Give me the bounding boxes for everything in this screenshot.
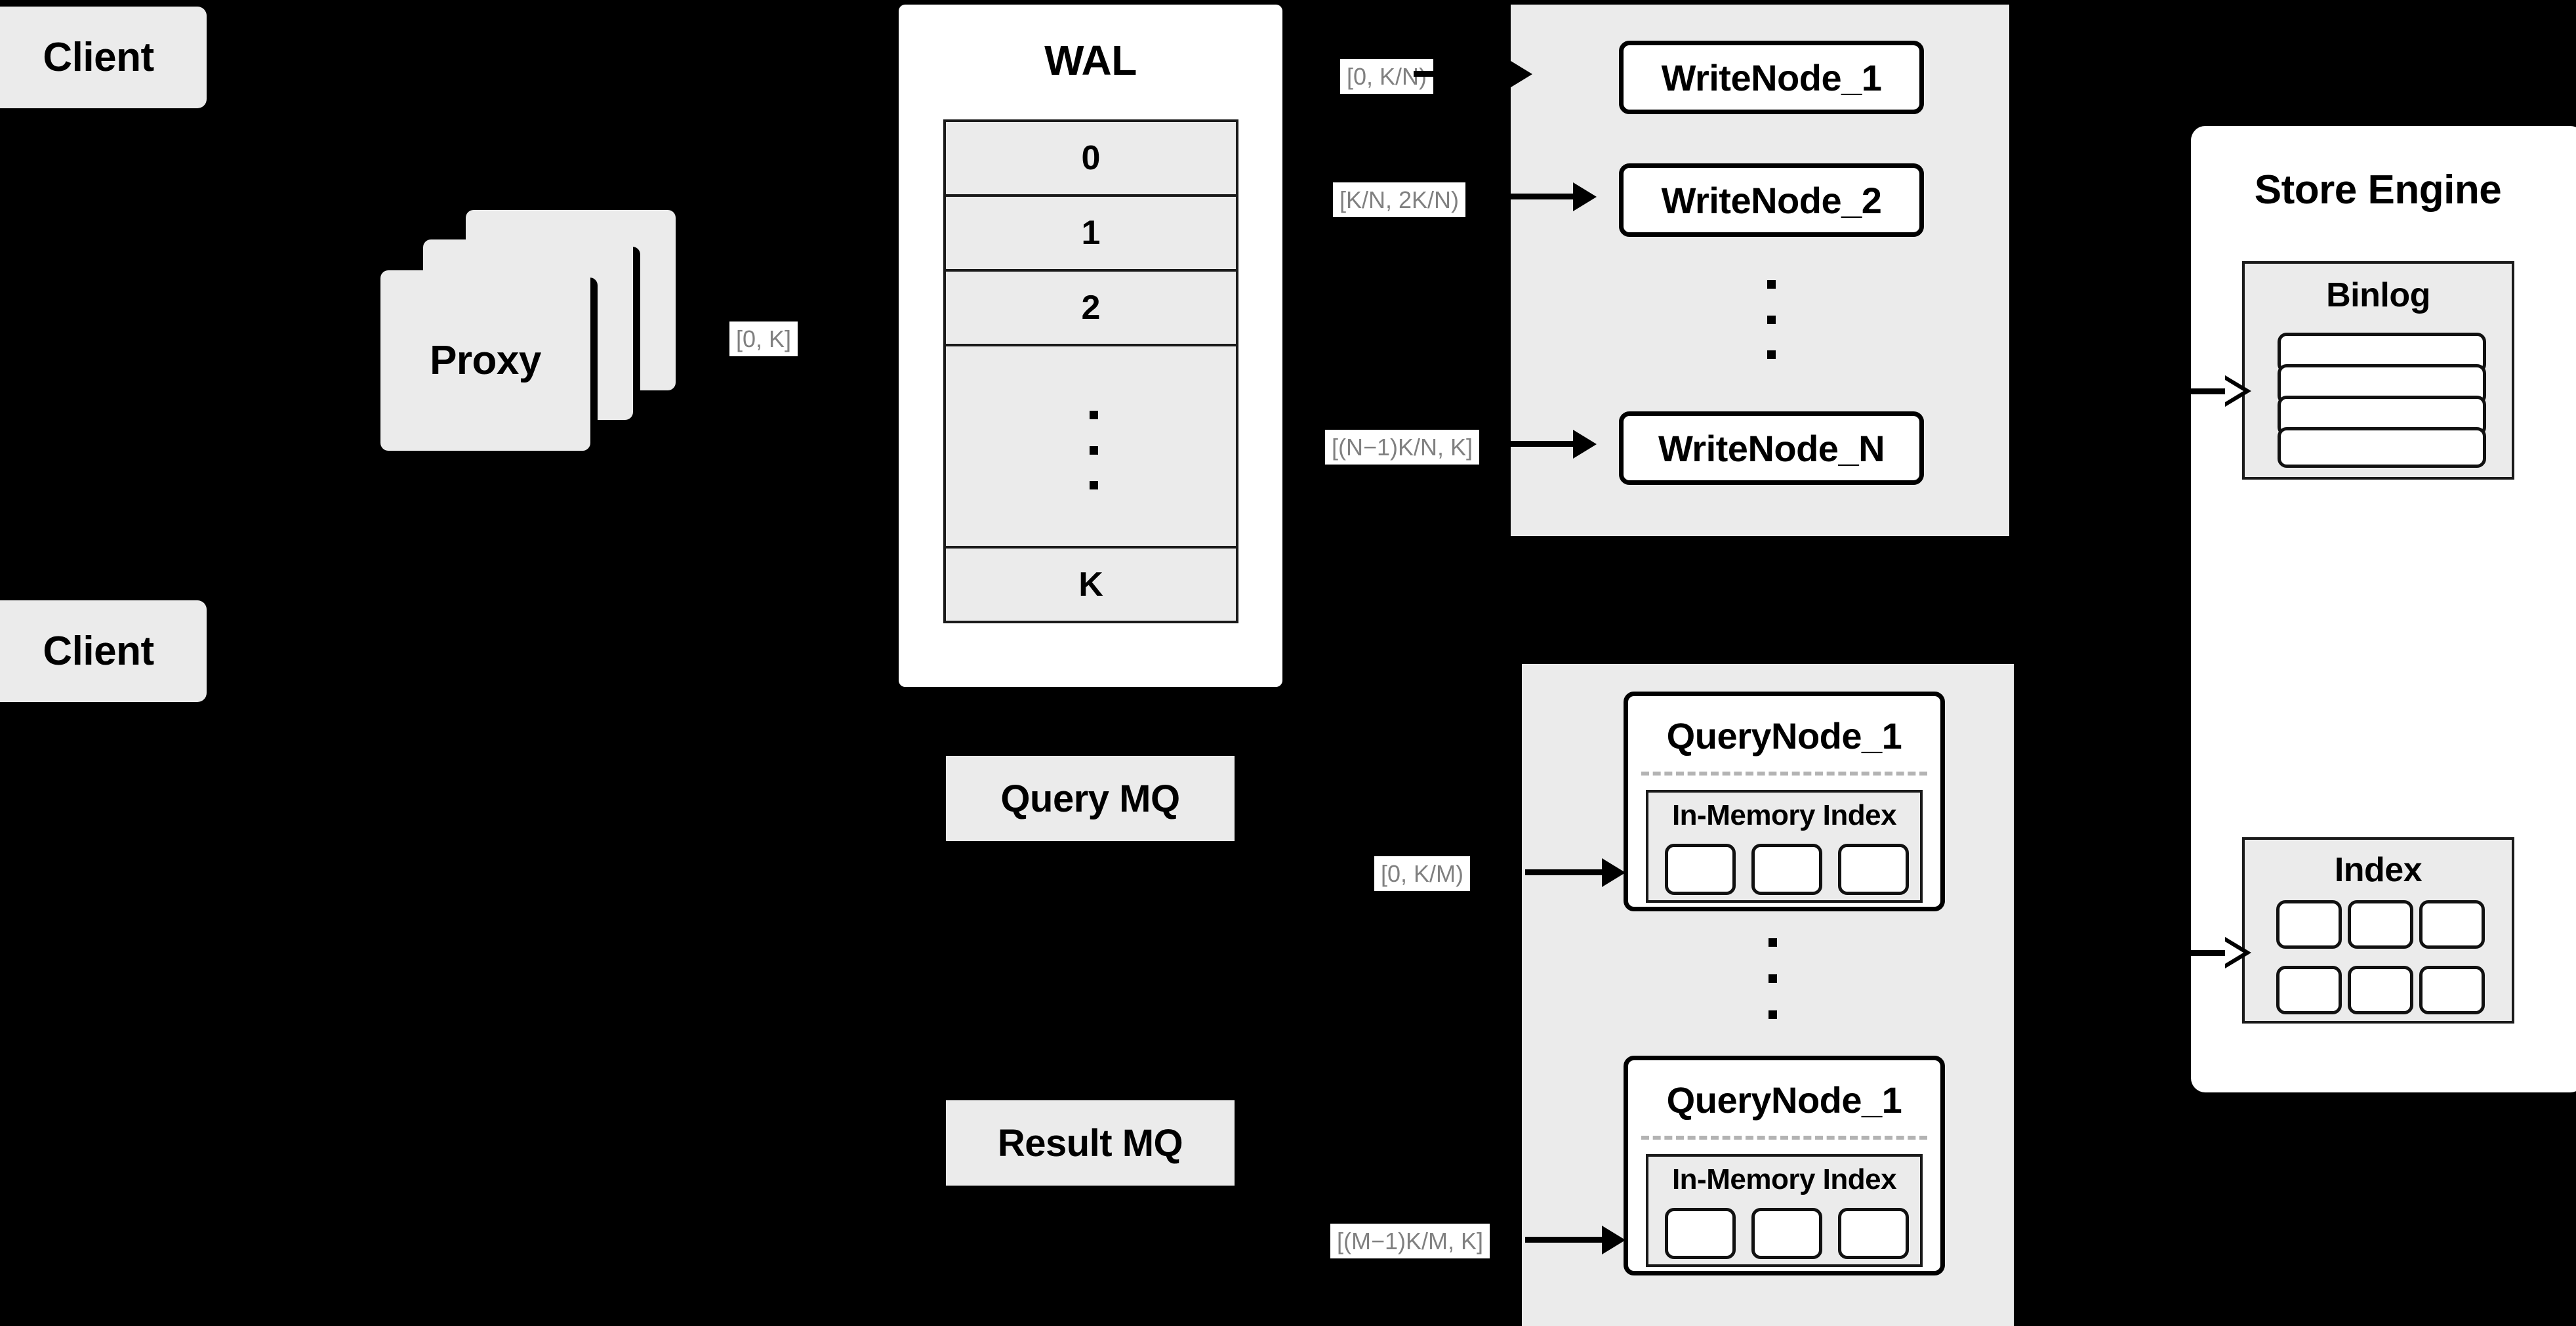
query-node-2[interactable]: QueryNode_1 In-Memory Index [1624, 1056, 1945, 1275]
store-engine-container: Store Engine Binlog Index [2191, 126, 2576, 1092]
query-cluster-vertical-ellipsis-icon [1768, 938, 1777, 1019]
store-engine-title: Store Engine [2254, 167, 2502, 213]
arrow-head-writenode-n-icon [1573, 430, 1597, 459]
index-cell[interactable] [2419, 966, 2485, 1014]
binlog-title: Binlog [2326, 276, 2430, 314]
write-node-n[interactable]: WriteNode_N [1619, 411, 1924, 485]
arrow-line-writenode-n [1502, 441, 1574, 447]
wal-row-2[interactable]: 2 [943, 269, 1238, 346]
query-node-1-separator [1641, 772, 1927, 776]
index-cell[interactable] [2419, 900, 2485, 949]
write-cluster-vertical-ellipsis-icon [1767, 280, 1776, 359]
index-cell[interactable] [1665, 844, 1736, 895]
wal-container: WAL 0 1 2 K [899, 5, 1282, 687]
index-cell[interactable] [2348, 966, 2413, 1014]
wal-row-1[interactable]: 1 [943, 194, 1238, 272]
index-grid [2276, 900, 2485, 1016]
query-node-2-range-label: [(M−1)K/M, K] [1330, 1224, 1490, 1259]
write-node-1-range-label: [0, K/N) [1340, 59, 1434, 94]
client-box-2[interactable]: Client [0, 600, 207, 702]
arrow-line-querynode-2 [1525, 1237, 1604, 1243]
wal-row-k[interactable]: K [943, 546, 1238, 623]
arrow-head-querynode-2-icon [1602, 1226, 1625, 1254]
query-cluster-panel: QueryNode_1 In-Memory Index QueryNode_1 … [1522, 664, 2014, 1326]
binlog-row[interactable] [2278, 427, 2486, 468]
index-cell[interactable] [2276, 900, 2342, 949]
query-node-1-index-cells [1665, 844, 1909, 895]
index-title: Index [2334, 851, 2423, 889]
query-node-1-inmemory-index-title: In-Memory Index [1671, 799, 1897, 831]
proxy-range-label: [0, K] [729, 321, 798, 357]
query-node-2-index-cells [1665, 1208, 1909, 1259]
arrow-head-querynode-1-icon [1602, 858, 1625, 887]
arrow-line-binlog [2180, 388, 2227, 394]
result-mq-box[interactable]: Result MQ [946, 1100, 1235, 1186]
result-mq-label: Result MQ [997, 1121, 1183, 1165]
client-box-1[interactable]: Client [0, 7, 207, 108]
arrow-line-writenode-2 [1502, 194, 1574, 199]
index-cell[interactable] [1665, 1208, 1736, 1259]
arrow-head-writenode-1-icon [1509, 60, 1532, 89]
binlog-rows [2278, 333, 2486, 468]
binlog-box: Binlog [2242, 261, 2514, 480]
query-node-2-inmemory-index: In-Memory Index [1646, 1154, 1923, 1267]
index-cell[interactable] [1751, 1208, 1822, 1259]
client-label-2: Client [43, 629, 154, 674]
index-box: Index [2242, 837, 2514, 1024]
arrow-head-index-icon [2225, 937, 2251, 968]
arrow-head-writenode-2-icon [1573, 182, 1597, 211]
index-cell[interactable] [1751, 844, 1822, 895]
query-node-1-label: QueryNode_1 [1666, 715, 1902, 756]
write-node-2-range-label: [K/N, 2K/N) [1333, 182, 1466, 218]
query-mq-box[interactable]: Query MQ [946, 756, 1235, 841]
client-label-1: Client [43, 35, 154, 80]
write-node-2[interactable]: WriteNode_2 [1619, 163, 1924, 237]
write-node-1[interactable]: WriteNode_1 [1619, 41, 1924, 114]
arrow-line-querynode-1 [1525, 869, 1604, 875]
wal-vertical-ellipsis-icon [1090, 411, 1098, 489]
query-node-1-inmemory-index: In-Memory Index [1646, 790, 1923, 903]
index-cell[interactable] [2348, 900, 2413, 949]
wal-row-0[interactable]: 0 [943, 119, 1238, 197]
write-cluster-panel: WriteNode_1 WriteNode_2 WriteNode_N [1511, 5, 2009, 536]
query-node-2-label: QueryNode_1 [1666, 1079, 1902, 1121]
proxy-label: Proxy [430, 338, 541, 383]
proxy-stack[interactable]: Proxy [380, 210, 689, 451]
query-node-1-range-label: [0, K/M) [1374, 856, 1471, 892]
arrow-line-index [2180, 950, 2227, 956]
query-mq-label: Query MQ [1000, 777, 1180, 820]
proxy-card-front[interactable]: Proxy [380, 270, 590, 451]
query-node-1[interactable]: QueryNode_1 In-Memory Index [1624, 692, 1945, 911]
index-cell[interactable] [1838, 844, 1909, 895]
index-cell[interactable] [1838, 1208, 1909, 1259]
arrow-line-writenode-1 [1414, 71, 1512, 77]
arrow-head-binlog-icon [2225, 375, 2251, 407]
query-node-2-separator [1641, 1136, 1927, 1140]
wal-title: WAL [1044, 37, 1137, 84]
query-node-2-inmemory-index-title: In-Memory Index [1671, 1163, 1897, 1195]
index-grid-row [2276, 900, 2485, 949]
index-cell[interactable] [2276, 966, 2342, 1014]
wal-row-ellipsis [943, 344, 1238, 549]
index-grid-row [2276, 966, 2485, 1014]
write-node-n-range-label: [(N−1)K/N, K] [1325, 430, 1480, 465]
